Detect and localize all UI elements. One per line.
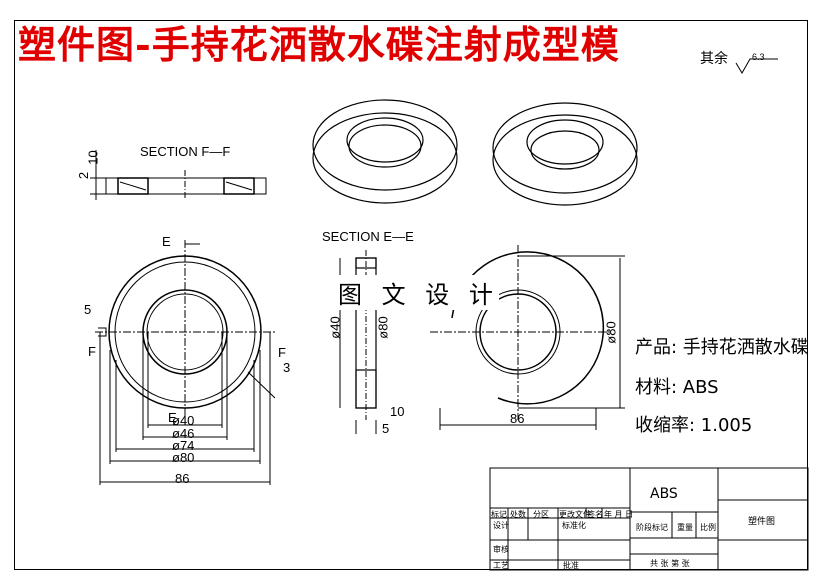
tb-count: 处数 <box>510 510 526 519</box>
section-mark-e1: E <box>162 234 171 249</box>
dim-d40: ø40 <box>172 413 195 428</box>
tb-stage: 阶段标记 <box>636 523 668 532</box>
tb-weight: 重量 <box>677 523 693 532</box>
drawing-title: 塑件图-手持花洒散水碟注射成型模 <box>18 22 620 67</box>
dim-d74: ø74 <box>172 438 195 453</box>
tb-ratio: 比例 <box>700 523 716 532</box>
tb-sheets: 共 张 第 张 <box>650 559 690 568</box>
tb-drawing-name: 塑件图 <box>748 517 776 527</box>
dim-d80: ø80 <box>172 450 195 465</box>
drawing-frame <box>14 20 808 570</box>
isometric-view-1 <box>312 99 458 204</box>
spec-shrink: 收缩率: 1.005 <box>635 415 753 436</box>
rear-view <box>430 245 625 430</box>
dim-e-d80: ø80 <box>375 316 391 339</box>
dim-e-5: 5 <box>382 421 390 436</box>
isometric-view-2 <box>492 102 638 206</box>
dim-10: 10 <box>85 150 101 165</box>
tb-sign: 签名 <box>587 510 603 519</box>
dim-e-10: 10 <box>390 404 405 419</box>
roughness-label: 其余 <box>700 50 728 66</box>
tb-change-doc: 更改文件 <box>559 510 591 519</box>
tb-process: 工艺 <box>493 561 509 570</box>
dim-rear-d80: ø80 <box>603 321 619 344</box>
section-mark-f2: F <box>278 345 286 360</box>
dim-3: 3 <box>283 360 291 375</box>
tb-approve: 批准 <box>563 561 579 570</box>
tb-zone: 分区 <box>533 510 549 519</box>
dim-d46: ø46 <box>172 426 195 441</box>
dim-2: 2 <box>76 171 92 180</box>
front-view <box>95 240 276 485</box>
section-mark-e2: E <box>168 410 177 425</box>
tb-marks: 标记 <box>491 510 507 519</box>
section-mark-f1: F <box>88 344 96 359</box>
dim-e-d40: ø40 <box>327 316 343 339</box>
dim-width-86: 86 <box>175 471 190 486</box>
tb-standard: 标准化 <box>562 521 586 530</box>
watermark: 图 文 设 计 <box>338 275 499 310</box>
tb-date: 年 月 日 <box>604 510 634 519</box>
tb-check: 审核 <box>493 545 509 554</box>
dim-5: 5 <box>84 302 92 317</box>
tb-design: 设计 <box>493 521 509 530</box>
spec-product: 产品: 手持花洒散水碟 <box>635 337 809 358</box>
tb-material: ABS <box>650 486 678 502</box>
spec-material: 材料: ABS <box>635 377 719 398</box>
title-block <box>489 467 809 571</box>
section-ff-label: SECTION F—F <box>140 144 231 159</box>
section-ee-label: SECTION E—E <box>322 229 414 244</box>
section-ff-view <box>90 150 267 200</box>
roughness-symbol <box>735 58 778 74</box>
dim-rear-86: 86 <box>510 411 525 426</box>
roughness-value: 6.3 <box>752 52 765 62</box>
